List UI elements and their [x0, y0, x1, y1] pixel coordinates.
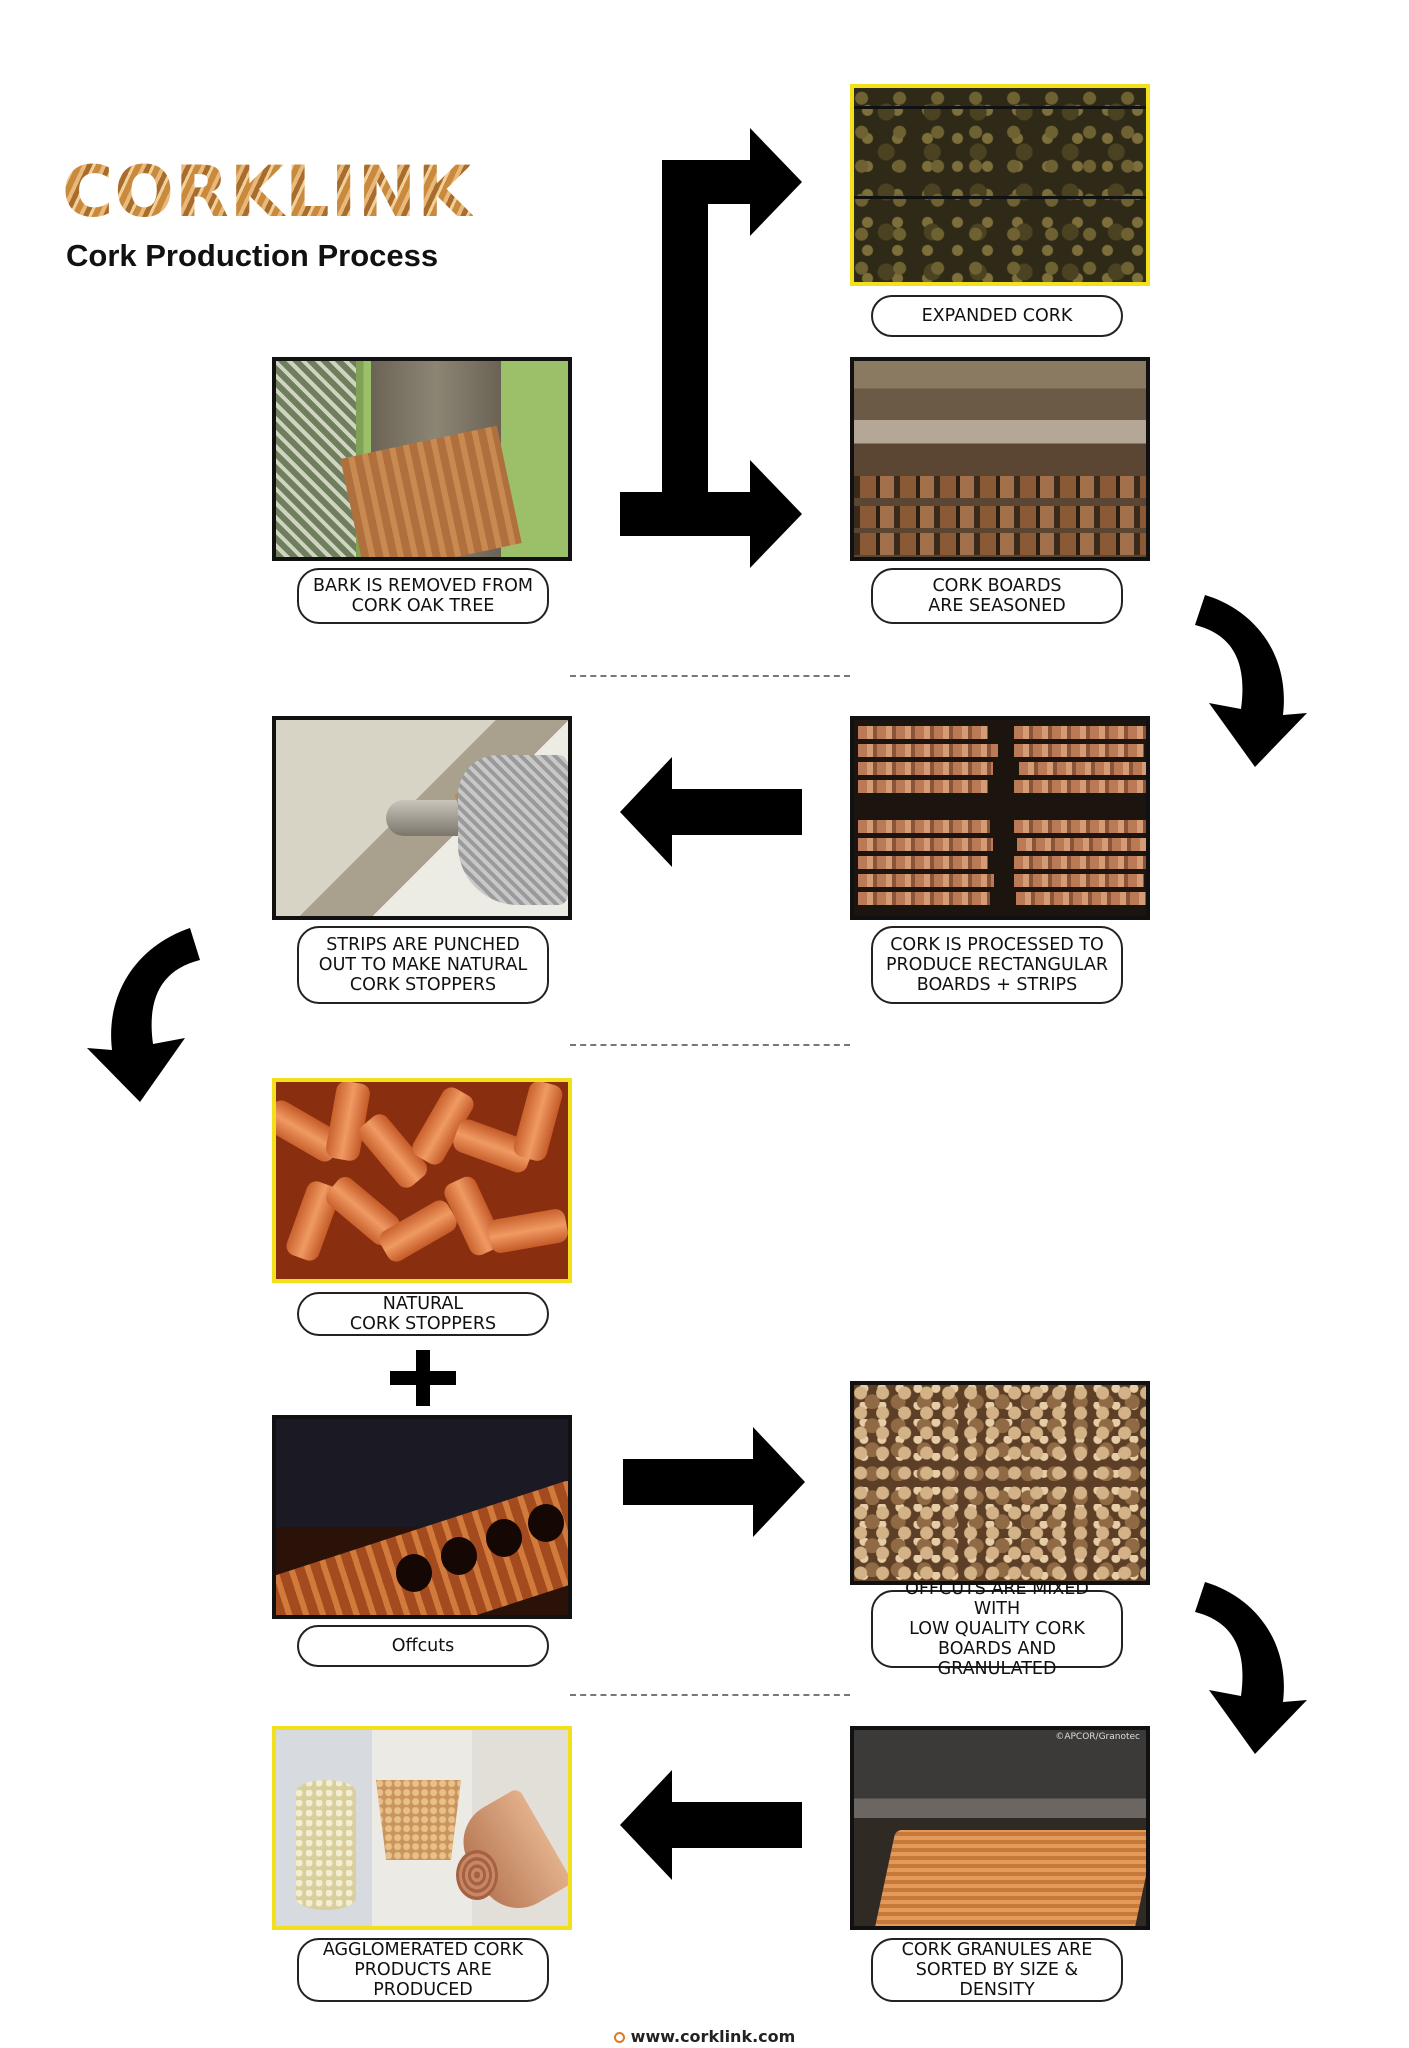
expanded-cork-photo	[850, 84, 1150, 286]
natural-stoppers-photo	[272, 1078, 572, 1283]
arrow-left-icon	[620, 757, 802, 867]
offcuts-mixed-photo	[850, 1381, 1150, 1585]
footer-url[interactable]: www.corklink.com	[630, 2027, 796, 2046]
separator	[570, 1694, 850, 1696]
bracket-split-arrow-icon	[620, 128, 802, 568]
corklink-logo: CORKLINK	[62, 151, 473, 233]
granules-sorted-photo: ©APCOR/Granotec	[850, 1726, 1150, 1930]
boards-seasoned-label: CORK BOARDS ARE SEASONED	[871, 568, 1123, 624]
curved-arrow-down-left-icon	[87, 928, 200, 1102]
image-credit: ©APCOR/Granotec	[1055, 1732, 1140, 1742]
plus-sign-icon	[390, 1350, 456, 1406]
offcuts-label: Offcuts	[297, 1625, 549, 1667]
expanded-cork-label: EXPANDED CORK	[871, 295, 1123, 337]
bark-removed-label: BARK IS REMOVED FROM CORK OAK TREE	[297, 568, 549, 624]
arrow-right-icon	[623, 1427, 805, 1537]
curved-arrow-down-icon	[1195, 595, 1307, 767]
offcuts-photo	[272, 1415, 572, 1619]
offcuts-mixed-label: OFFCUTS ARE MIXED WITH LOW QUALITY CORK …	[871, 1579, 1123, 1679]
strips-punched-label: STRIPS ARE PUNCHED OUT TO MAKE NATURAL C…	[297, 926, 549, 1004]
arrow-left-icon	[620, 1770, 802, 1880]
natural-stoppers-label: NATURAL CORK STOPPERS	[297, 1292, 549, 1336]
processed-boards-label: CORK IS PROCESSED TO PRODUCE RECTANGULAR…	[871, 926, 1123, 1004]
bark-removed-photo	[272, 357, 572, 561]
footer: www.corklink.com	[0, 2027, 1409, 2046]
curved-arrow-down-icon	[1195, 1582, 1307, 1754]
granules-sorted-label: CORK GRANULES ARE SORTED BY SIZE & DENSI…	[871, 1938, 1123, 2002]
globe-icon	[613, 2032, 625, 2043]
boards-seasoned-photo	[850, 357, 1150, 561]
agglomerated-products-label: AGGLOMERATED CORK PRODUCTS ARE PRODUCED	[297, 1938, 549, 2002]
separator	[570, 1044, 850, 1046]
strips-punched-photo	[272, 716, 572, 920]
separator	[570, 675, 850, 677]
agglomerated-products-photo	[272, 1726, 572, 1930]
page-title: Cork Production Process	[66, 238, 439, 273]
processed-boards-photo	[850, 716, 1150, 920]
